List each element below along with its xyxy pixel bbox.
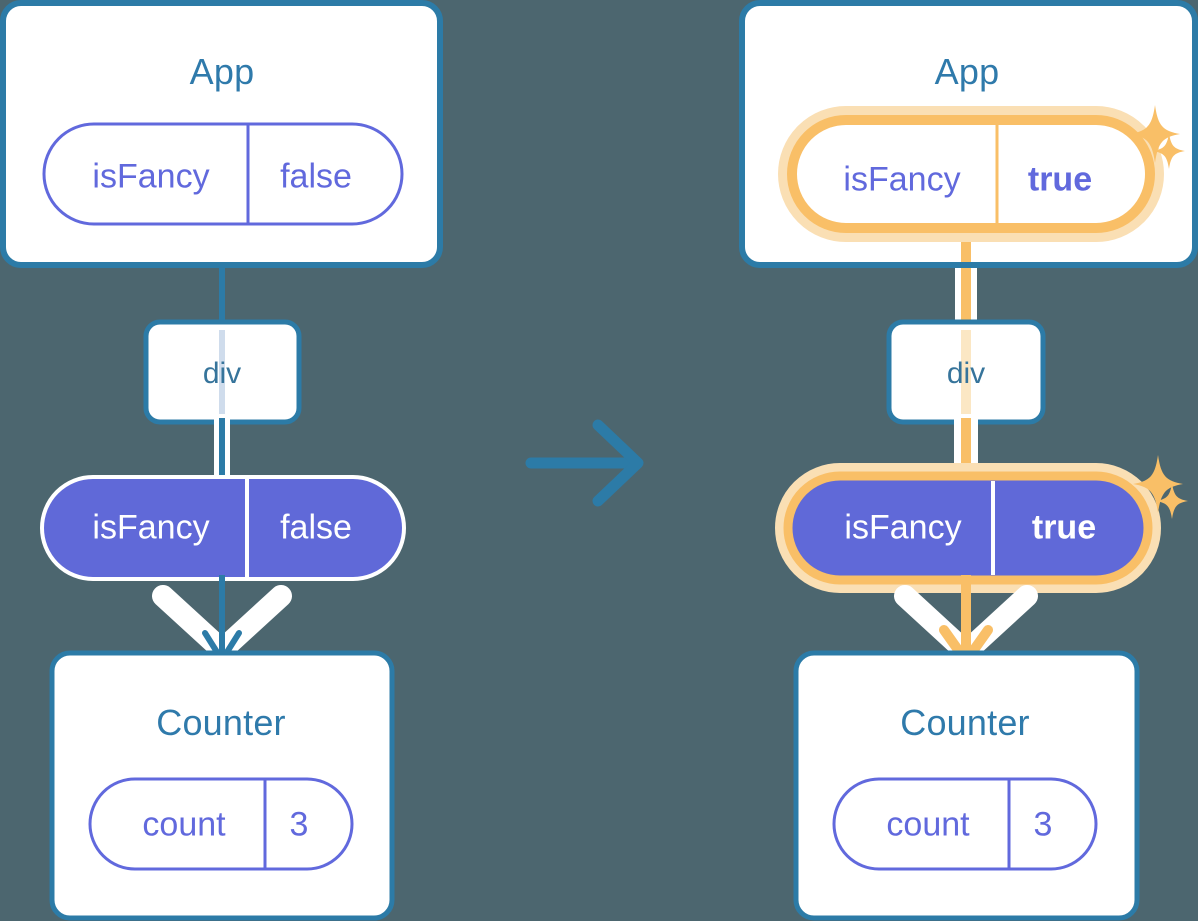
- sparkle-large-icon-2: [1133, 455, 1183, 513]
- before-props-pill: [40, 475, 406, 581]
- sparkle-small-icon-2: [1156, 483, 1188, 519]
- before-div-box: [143, 319, 302, 425]
- after-app-state-pill: [778, 106, 1164, 242]
- after-div-box: [886, 319, 1046, 425]
- after-props-pill: [775, 463, 1161, 593]
- transition-arrow-icon: [525, 419, 644, 507]
- sparkle-small-icon: [1153, 133, 1185, 169]
- after-counter-state-pill: [832, 777, 1098, 871]
- sparkle-large-icon: [1130, 105, 1180, 163]
- before-app-state-pill: [42, 122, 404, 226]
- before-counter-state-pill: [88, 777, 354, 871]
